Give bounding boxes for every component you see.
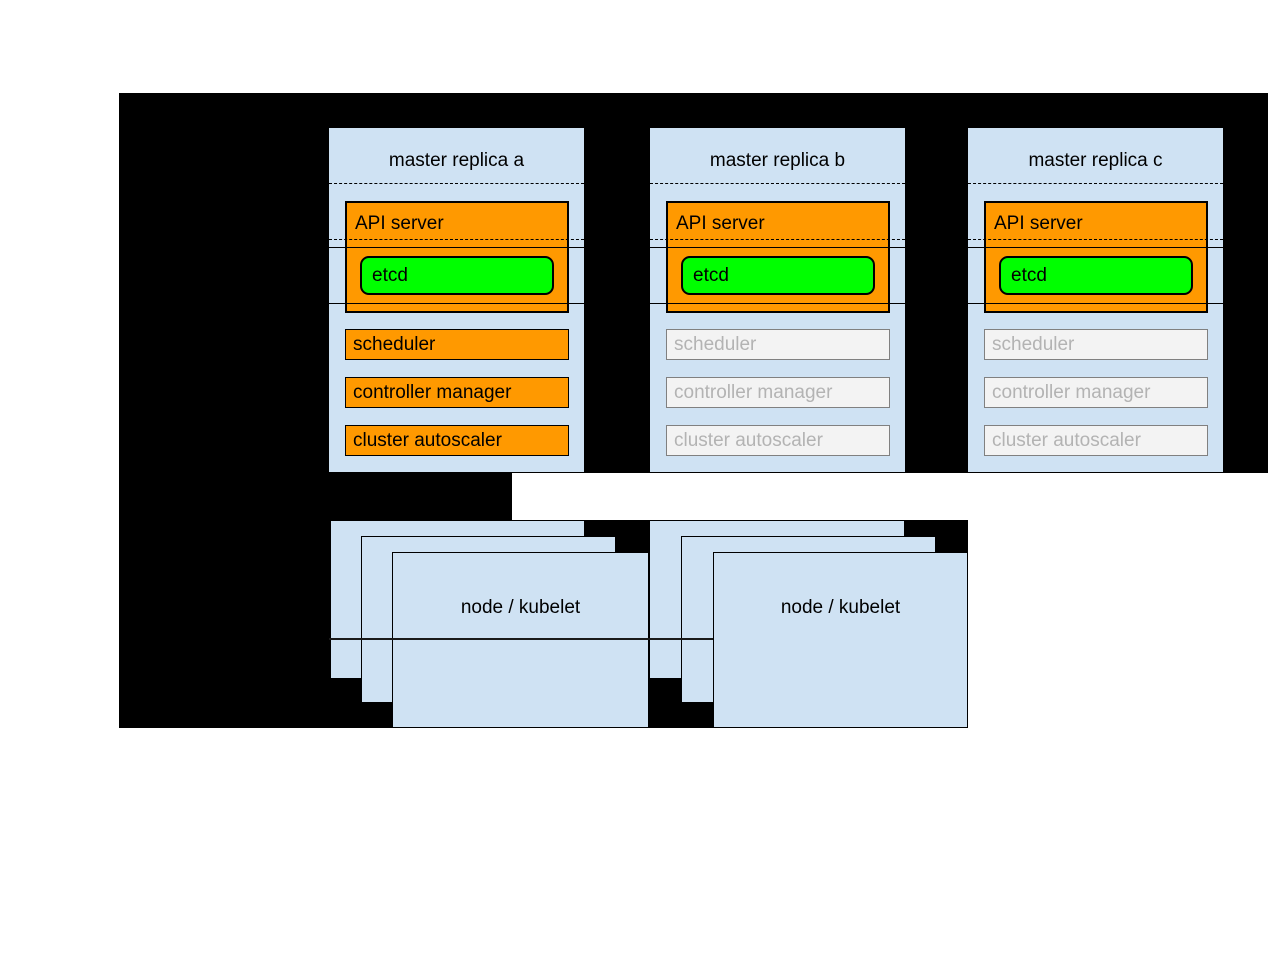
scheduler-box: scheduler	[345, 329, 569, 360]
replica-title: master replica b	[709, 150, 846, 171]
divider-solid-upper	[650, 247, 905, 248]
divider-solid-lower	[968, 303, 1223, 304]
node-box-front: node / kubelet	[713, 552, 968, 728]
divider-dashed-api	[968, 239, 1223, 240]
backdrop-left-strip	[119, 473, 512, 520]
etcd-box: etcd	[999, 256, 1193, 295]
divider-dashed-api	[329, 239, 584, 240]
cluster-autoscaler-box: cluster autoscaler	[666, 425, 890, 456]
divider-solid-lower	[329, 303, 584, 304]
controller-manager-label: controller manager	[674, 381, 833, 403]
divider-dashed-api	[650, 239, 905, 240]
master-replica-b-panel: master replica b API server etcd schedul…	[650, 128, 905, 472]
api-server-label: API server	[994, 213, 1083, 234]
controller-manager-box: controller manager	[984, 377, 1208, 408]
controller-manager-box: controller manager	[345, 377, 569, 408]
divider-dashed-top	[650, 183, 905, 184]
etcd-label: etcd	[1011, 264, 1047, 286]
api-server-box: API server etcd	[666, 201, 890, 313]
etcd-box: etcd	[360, 256, 554, 295]
scheduler-label: scheduler	[674, 333, 757, 355]
api-server-label: API server	[355, 213, 444, 234]
api-server-box: API server etcd	[345, 201, 569, 313]
divider-solid-lower	[650, 303, 905, 304]
replica-title: master replica c	[1028, 150, 1163, 171]
divider-solid-upper	[968, 247, 1223, 248]
cluster-autoscaler-box: cluster autoscaler	[345, 425, 569, 456]
scheduler-label: scheduler	[992, 333, 1075, 355]
controller-manager-box: controller manager	[666, 377, 890, 408]
divider-solid-upper	[329, 247, 584, 248]
node-kubelet-label: node / kubelet	[780, 597, 901, 618]
divider-dashed-top	[968, 183, 1223, 184]
api-server-box: API server etcd	[984, 201, 1208, 313]
cluster-autoscaler-label: cluster autoscaler	[353, 429, 502, 451]
cluster-autoscaler-label: cluster autoscaler	[674, 429, 823, 451]
cluster-autoscaler-box: cluster autoscaler	[984, 425, 1208, 456]
node-box-front: node / kubelet	[392, 552, 649, 728]
scheduler-label: scheduler	[353, 333, 436, 355]
cluster-autoscaler-label: cluster autoscaler	[992, 429, 1141, 451]
etcd-label: etcd	[693, 264, 729, 286]
controller-manager-label: controller manager	[353, 381, 512, 403]
api-server-label: API server	[676, 213, 765, 234]
controller-manager-label: controller manager	[992, 381, 1151, 403]
scheduler-box: scheduler	[984, 329, 1208, 360]
scheduler-box: scheduler	[666, 329, 890, 360]
divider-dashed-top	[329, 183, 584, 184]
master-replica-a-panel: master replica a API server etcd schedul…	[329, 128, 584, 472]
master-replica-c-panel: master replica c API server etcd schedul…	[968, 128, 1223, 472]
node-kubelet-label: node / kubelet	[460, 597, 581, 618]
etcd-label: etcd	[372, 264, 408, 286]
connector-line	[329, 638, 713, 640]
replica-title: master replica a	[388, 150, 525, 171]
etcd-box: etcd	[681, 256, 875, 295]
